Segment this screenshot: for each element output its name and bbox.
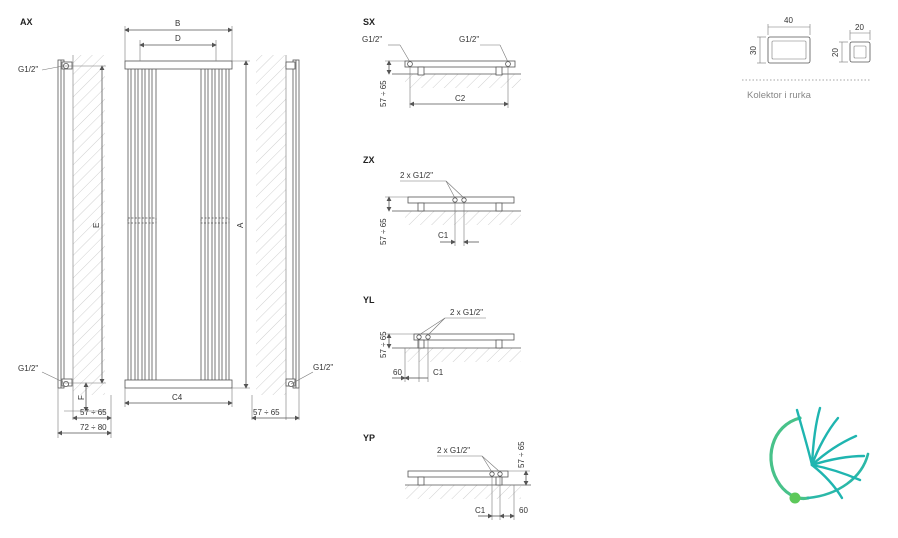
yp-view: YP 2 x G1/2" 57 ÷ 65 C1 60: [363, 433, 531, 520]
ax-top-g12-label: G1/2": [18, 65, 38, 74]
yl-wall-range-label: 57 ÷ 65: [379, 331, 388, 358]
ax-front-view: B D A C4: [124, 19, 250, 407]
dim-b-label: B: [175, 19, 180, 28]
sx-collector: [404, 60, 516, 68]
yp-two-g12-label: 2 x G1/2": [437, 446, 470, 455]
tube-profile: [849, 41, 871, 63]
ax-wall-range-label: 57 ÷ 65: [80, 408, 107, 417]
ax-left-tubes: [127, 69, 157, 380]
ax-depth-range-label: 72 ÷ 80: [80, 423, 107, 432]
ax-right-side-view: G1/2" 57 ÷ 65: [251, 55, 333, 421]
zx-wall-range-label: 57 ÷ 65: [379, 218, 388, 245]
yl-two-g12-label: 2 x G1/2": [450, 308, 483, 317]
ax-top-collector: [124, 60, 233, 70]
collector-height-label: 30: [749, 46, 758, 55]
yp-sixty-label: 60: [519, 506, 528, 515]
dim-a-label: A: [236, 222, 245, 228]
sx-right-g12-label: G1/2": [459, 35, 479, 44]
dim-f-label: F: [77, 395, 86, 400]
sx-right-bracket: [495, 66, 503, 76]
zx-collector: [407, 196, 515, 204]
tube-width-label: 20: [855, 23, 864, 32]
dim-d-label: D: [175, 34, 181, 43]
sx-view: SX G1/2" G1/2" 57 ÷ 65 C2: [362, 17, 521, 108]
ax-right-wall-hatch: [256, 55, 286, 395]
zx-title: ZX: [363, 155, 375, 165]
yp-c1-label: C1: [475, 506, 486, 515]
dandelion-logo-icon: [769, 406, 870, 504]
dim-c2-label: C2: [455, 94, 466, 103]
profile-caption: Kolektor i rurka: [747, 90, 812, 101]
yl-collector: [413, 333, 515, 341]
collector-width-label: 40: [784, 16, 793, 25]
ax-bottom-collector: [124, 379, 233, 389]
yl-c1-label: C1: [433, 368, 444, 377]
tube-height-label: 20: [831, 48, 840, 57]
ax-right-clip: [200, 217, 230, 224]
yp-title: YP: [363, 433, 375, 443]
dim-c4-label: C4: [172, 393, 183, 402]
ax-side-view: AX G1/2" G1/2" E F 57 ÷ 65 72 ÷ 80: [18, 17, 112, 438]
yp-collector: [407, 470, 509, 478]
yl-view: YL 2 x G1/2" 57 ÷ 65 60 C1: [363, 295, 521, 382]
ax-bottom-connector: [63, 380, 70, 387]
yl-sixty-label: 60: [393, 368, 402, 377]
ax-left-clip: [127, 217, 157, 224]
yp-wall-range-label: 57 ÷ 65: [517, 441, 526, 468]
sx-left-g12-label: G1/2": [362, 35, 382, 44]
zx-view: ZX 2 x G1/2" 57 ÷ 65 C1: [363, 155, 521, 246]
dim-e-label: E: [92, 223, 101, 228]
ax-title: AX: [20, 17, 33, 27]
ax-bottom-g12-label: G1/2": [18, 364, 38, 373]
collector-profile: [767, 36, 811, 64]
zx-c1-label: C1: [438, 231, 449, 240]
sx-wall-range-label: 57 ÷ 65: [379, 80, 388, 107]
ax-right-tubes: [200, 69, 230, 380]
ax-right-g12-label: G1/2": [313, 363, 333, 372]
sx-title: SX: [363, 17, 375, 27]
zx-two-g12-label: 2 x G1/2": [400, 171, 433, 180]
ax-right-wall-range-label: 57 ÷ 65: [253, 408, 280, 417]
yl-title: YL: [363, 295, 375, 305]
profile-section: 40 30 20 20 Kolektor i rurka: [742, 16, 871, 101]
sx-left-bracket: [417, 66, 425, 76]
